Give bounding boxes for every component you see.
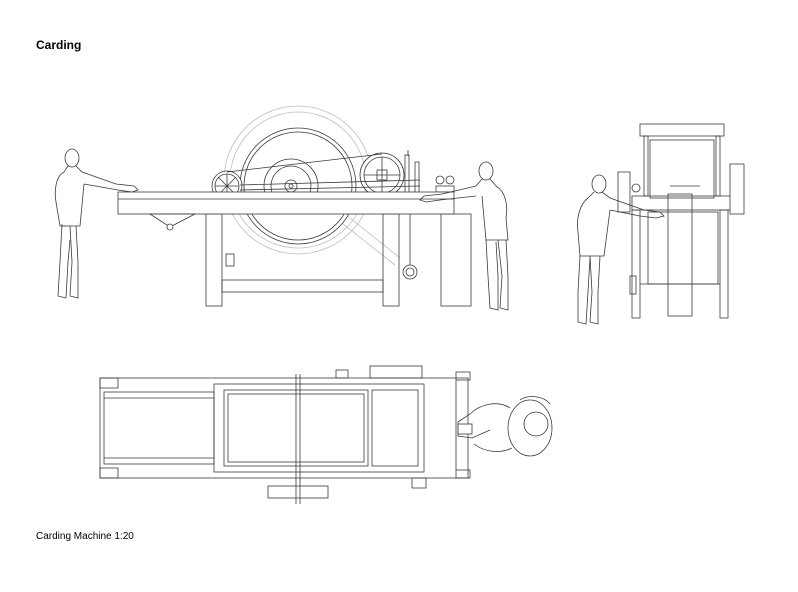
doffer-roller (359, 152, 405, 198)
drawing-title: Carding (36, 38, 82, 52)
side-elevation-view (54, 105, 509, 311)
main-drum (239, 127, 357, 245)
operator-figure-end (577, 174, 665, 325)
operator-figure-plan (457, 396, 553, 457)
drop-weight-assembly (402, 150, 455, 280)
feed-table (117, 191, 455, 231)
operator-figure-right (419, 161, 509, 311)
plan-view (99, 365, 553, 504)
end-elevation-view (577, 123, 745, 325)
operator-figure-left (54, 148, 139, 299)
drawing-caption: Carding Machine 1:20 (36, 531, 134, 542)
